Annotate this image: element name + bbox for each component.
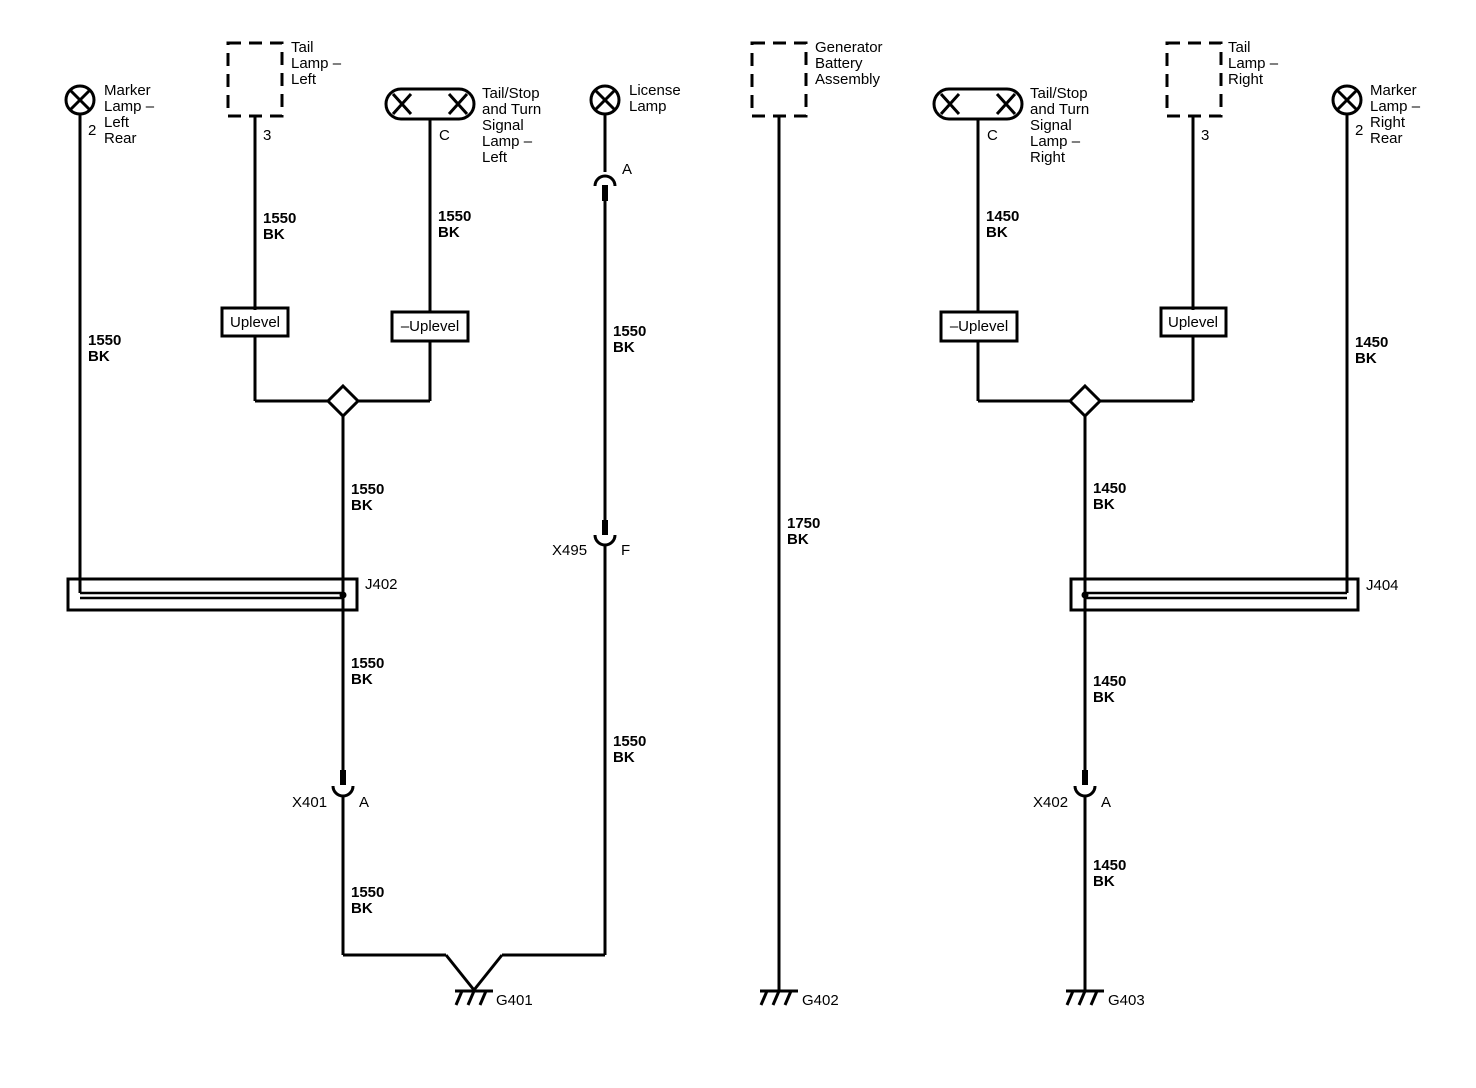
ground-label-g401: G401 (496, 992, 533, 1009)
svg-text:X402: X402 (1033, 794, 1068, 811)
ground-label-g402: G402 (802, 992, 839, 1009)
tailstop-right-pin: C (987, 127, 998, 144)
marker-left-line3: Left (104, 114, 130, 131)
connector-x402: X402 A (1033, 770, 1111, 811)
dual-bulb-icon (384, 87, 476, 121)
splice-label-j404: J404 (1366, 577, 1399, 594)
ground-g401-icon (454, 989, 493, 1006)
tail-left-pin: 3 (263, 127, 271, 144)
option-uplevel-left: Uplevel (230, 314, 280, 331)
svg-text:A: A (1101, 794, 1111, 811)
partial-component-box (226, 41, 284, 118)
svg-text:A: A (359, 794, 369, 811)
svg-text:X401: X401 (292, 794, 327, 811)
option-junction-left (325, 383, 361, 419)
marker-left-line2: Lamp – (104, 98, 155, 115)
option-junction-right (1067, 383, 1103, 419)
marker-left-line4: Rear (104, 130, 137, 147)
splice-point-left (339, 591, 347, 599)
partial-component-box (1165, 41, 1223, 118)
marker-right-pin: 2 (1355, 122, 1363, 139)
splice-label-j402: J402 (365, 576, 398, 593)
splice-point-right (1081, 591, 1089, 599)
tail-right-pin: 3 (1201, 127, 1209, 144)
lamp-bulb-icon (589, 84, 621, 116)
option-not-uplevel-right: –Uplevel (950, 318, 1008, 335)
svg-text:A: A (622, 161, 632, 178)
connector-x495: X495 F (552, 520, 630, 559)
connector-x401: X401 A (292, 770, 369, 811)
ground-g402-icon (759, 989, 798, 1006)
splice-pack-j404 (1069, 577, 1360, 612)
partial-component-box (750, 41, 808, 118)
ground-label-g403: G403 (1108, 992, 1145, 1009)
svg-text:F: F (621, 542, 630, 559)
svg-text:X495: X495 (552, 542, 587, 559)
marker-left-line1: Marker (104, 82, 151, 99)
marker-left-pin: 2 (88, 122, 96, 139)
lamp-bulb-icon (64, 84, 96, 116)
option-uplevel-right: Uplevel (1168, 314, 1218, 331)
splice-pack-j402 (66, 577, 359, 612)
option-not-uplevel-left: –Uplevel (401, 318, 459, 335)
connector-license-a: A (593, 161, 632, 201)
dual-bulb-icon (932, 87, 1024, 121)
lamp-bulb-icon (1331, 84, 1363, 116)
ground-g403-icon (1065, 989, 1104, 1006)
tailstop-left-pin: C (439, 127, 450, 144)
